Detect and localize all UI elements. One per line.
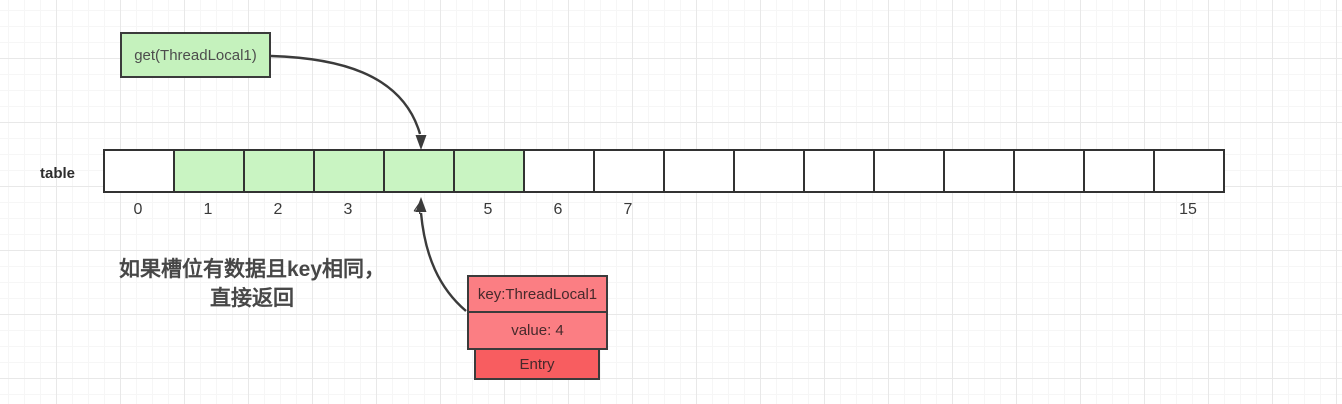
entry-type-label: Entry [519, 355, 555, 373]
table-cell-12[interactable] [945, 151, 1015, 191]
index-label-13 [1013, 201, 1083, 219]
table-cell-7[interactable] [595, 151, 665, 191]
table-cell-15[interactable] [1155, 151, 1223, 191]
entry-value-label: value: 4 [511, 322, 564, 339]
entry-key-box[interactable]: key:ThreadLocal1 [467, 275, 608, 313]
annotation-line-1: 如果槽位有数据且key相同， [118, 258, 386, 281]
index-label-10 [803, 201, 873, 219]
get-call-box[interactable]: get(ThreadLocal1) [120, 32, 271, 78]
annotation-note: 如果槽位有数据且key相同， 直接返回 [107, 255, 397, 313]
annotation-line-2: 直接返回 [210, 287, 294, 310]
index-label-9 [733, 201, 803, 219]
table-cell-9[interactable] [735, 151, 805, 191]
table-cell-13[interactable] [1015, 151, 1085, 191]
index-label-4: 4 [413, 201, 423, 218]
get-to-slot4-arrowhead [415, 135, 427, 150]
index-label-15: 15 [1179, 201, 1197, 218]
table-cell-6[interactable] [525, 151, 595, 191]
table-cell-0[interactable] [105, 151, 175, 191]
entry-value-box[interactable]: value: 4 [467, 311, 608, 350]
index-label-12 [943, 201, 1013, 219]
table-cell-11[interactable] [875, 151, 945, 191]
index-label-14 [1083, 201, 1153, 219]
table-cell-8[interactable] [665, 151, 735, 191]
index-label-2: 2 [273, 201, 283, 218]
index-label-11 [873, 201, 943, 219]
table-cell-14[interactable] [1085, 151, 1155, 191]
get-to-slot4-arrow[interactable] [270, 54, 422, 135]
entry-to-slot4-arrow[interactable] [419, 212, 467, 312]
index-label-6: 6 [553, 201, 563, 218]
table-label: table [40, 165, 76, 182]
entry-key-label: key:ThreadLocal1 [477, 285, 598, 303]
table-cell-3[interactable] [315, 151, 385, 191]
index-label-3: 3 [343, 201, 353, 218]
table-cell-4[interactable] [385, 151, 455, 191]
index-label-0: 0 [133, 201, 143, 218]
table-cell-2[interactable] [245, 151, 315, 191]
index-label-8 [663, 201, 733, 219]
table-cell-1[interactable] [175, 151, 245, 191]
get-call-label: get(ThreadLocal1) [134, 46, 257, 64]
index-label-7: 7 [623, 201, 633, 218]
entry-type-box[interactable]: Entry [474, 348, 600, 380]
table-array [103, 149, 1225, 193]
index-label-5: 5 [483, 201, 493, 218]
table-cell-5[interactable] [455, 151, 525, 191]
index-labels-row: 0 1 2 3 4 5 6 7 15 [103, 201, 1223, 219]
index-label-1: 1 [203, 201, 213, 218]
table-cell-10[interactable] [805, 151, 875, 191]
